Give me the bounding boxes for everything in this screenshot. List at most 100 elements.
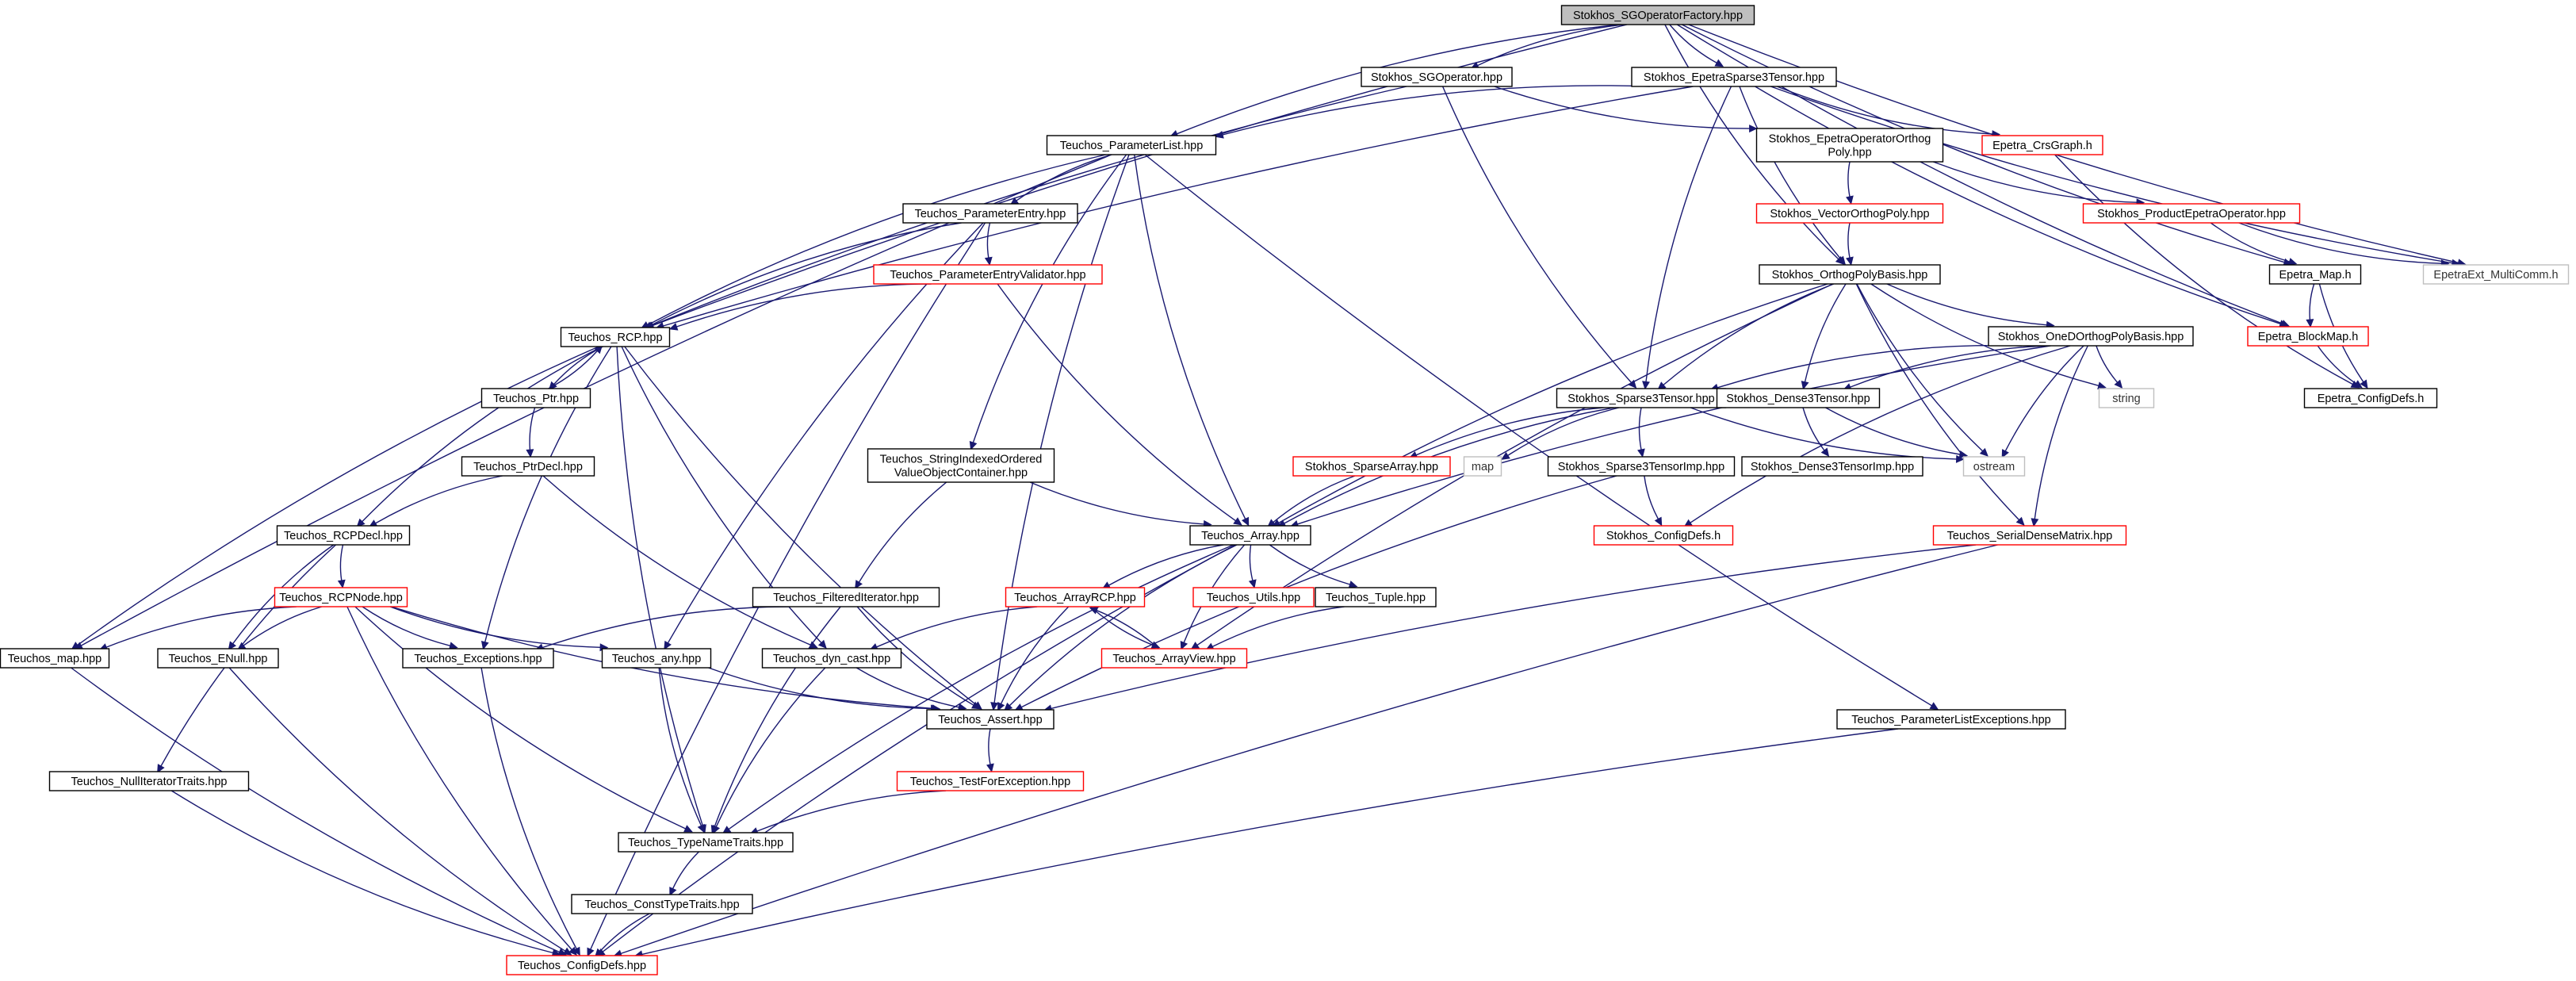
edge-line <box>1441 86 1632 383</box>
node-sgop[interactable]: Stokhos_SGOperator.hpp <box>1361 67 1513 87</box>
node-label: Teuchos_ConfigDefs.hpp <box>518 960 646 972</box>
edge-arrowhead <box>817 639 827 649</box>
node-pep[interactable]: Stokhos_ProductEpetraOperator.hpp <box>2082 203 2301 224</box>
node-rcpn[interactable]: Teuchos_RCPNode.hpp <box>274 587 408 607</box>
node-str[interactable]: string <box>2098 388 2155 408</box>
node-tcd[interactable]: Teuchos_ConfigDefs.hpp <box>506 955 658 975</box>
edge-any-to-asrt <box>708 667 940 713</box>
edge-arrowhead <box>1215 131 1224 139</box>
node-root[interactable]: Stokhos_SGOperatorFactory.hpp <box>1560 5 1755 25</box>
node-oopb[interactable]: Stokhos_OneDOrthogPolyBasis.hpp <box>1988 326 2194 347</box>
edge-line <box>1211 606 1345 648</box>
edge-arrowhead <box>449 642 458 650</box>
node-label: Teuchos_RCP.hpp <box>568 331 662 344</box>
node-fi[interactable]: Teuchos_FilteredIterator.hpp <box>752 587 940 607</box>
node-nit[interactable]: Teuchos_NullIteratorTraits.hpp <box>48 771 250 791</box>
node-scd[interactable]: Stokhos_ConfigDefs.h <box>1593 525 1734 546</box>
edge-line <box>354 606 686 830</box>
node-emap[interactable]: Epetra_Map.h <box>2268 264 2362 285</box>
node-sioc[interactable]: Teuchos_StringIndexedOrderedValueObjectC… <box>867 448 1055 483</box>
node-box <box>1560 5 1755 25</box>
node-box <box>867 448 1055 483</box>
node-label: Stokhos_Sparse3TensorImp.hpp <box>1558 461 1724 473</box>
node-vop[interactable]: Stokhos_VectorOrthogPoly.hpp <box>1755 203 1944 224</box>
node-d3t[interactable]: Stokhos_Dense3Tensor.hpp <box>1716 388 1881 408</box>
edge-line <box>988 728 991 765</box>
node-s3t[interactable]: Stokhos_Sparse3Tensor.hpp <box>1556 388 1727 408</box>
edge-line <box>647 154 1106 326</box>
edge-line <box>641 728 1899 956</box>
node-d3ti[interactable]: Stokhos_Dense3TensorImp.hpp <box>1741 456 1923 477</box>
edge-oopb-to-d3t <box>1843 345 2046 391</box>
node-pev[interactable]: Teuchos_ParameterEntryValidator.hpp <box>873 264 1103 285</box>
node-ptrd[interactable]: Teuchos_PtrDecl.hpp <box>461 456 595 477</box>
edge-line <box>389 606 601 648</box>
node-tnt[interactable]: Teuchos_TypeNameTraits.hpp <box>618 832 794 853</box>
edge-arrowhead <box>2114 379 2123 389</box>
edge-line <box>542 606 789 649</box>
edge-oopb-to-scd <box>1683 345 2071 527</box>
node-eps3[interactable]: Stokhos_EpetraSparse3Tensor.hpp <box>1631 67 1837 87</box>
node-av[interactable]: Teuchos_ArrayView.hpp <box>1100 648 1248 669</box>
node-box <box>2247 326 2369 347</box>
node-dyn[interactable]: Teuchos_dyn_cast.hpp <box>761 648 902 669</box>
edge-line <box>1278 283 1828 524</box>
edge-av-to-arcp <box>1089 607 1159 650</box>
edge-arrowhead <box>1180 641 1188 650</box>
node-utl[interactable]: Teuchos_Utils.hpp <box>1192 587 1315 607</box>
node-ecd[interactable]: Epetra_ConfigDefs.h <box>2303 388 2438 408</box>
node-pe[interactable]: Teuchos_ParameterEntry.hpp <box>902 203 1078 224</box>
node-opb[interactable]: Stokhos_OrthogPolyBasis.hpp <box>1759 264 1941 285</box>
node-emc[interactable]: EpetraExt_MultiComm.h <box>2422 264 2570 285</box>
node-rcpd[interactable]: Teuchos_RCPDecl.hpp <box>276 525 411 546</box>
node-label: Teuchos_Tuple.hpp <box>1326 592 1426 604</box>
node-box <box>1292 456 1451 477</box>
node-label: Stokhos_SparseArray.hpp <box>1305 461 1438 473</box>
node-label: Epetra_Map.h <box>2279 269 2351 282</box>
edge-line <box>1690 345 2071 523</box>
edge-arrowhead <box>228 641 237 650</box>
node-map[interactable]: map <box>1463 456 1502 477</box>
node-crs[interactable]: Epetra_CrsGraph.h <box>1981 135 2103 155</box>
edge-line <box>858 481 947 583</box>
node-label: Teuchos_ArrayView.hpp <box>1112 653 1235 665</box>
node-tmap[interactable]: Teuchos_map.hpp <box>0 648 110 669</box>
edge-eps3-to-emc <box>1770 86 2461 267</box>
node-pl[interactable]: Teuchos_ParameterList.hpp <box>1046 135 1217 155</box>
node-rcp[interactable]: Teuchos_RCP.hpp <box>560 327 671 347</box>
edge-line <box>1009 544 1238 707</box>
edge-line <box>1645 86 1732 382</box>
edge-line <box>1000 606 1070 704</box>
edge-line <box>708 667 932 710</box>
node-spa[interactable]: Stokhos_SparseArray.hpp <box>1292 456 1451 477</box>
edge-line <box>676 283 932 328</box>
edge-arrowhead <box>587 947 595 957</box>
edge-eps3-to-s3t <box>1642 86 1732 390</box>
node-asrt[interactable]: Teuchos_Assert.hpp <box>926 709 1055 730</box>
node-sdm[interactable]: Teuchos_SerialDenseMatrix.hpp <box>1932 525 2127 546</box>
node-box <box>873 264 1103 285</box>
node-box <box>2082 203 2301 224</box>
edge-line <box>1297 345 2051 525</box>
node-arr[interactable]: Teuchos_Array.hpp <box>1189 525 1311 546</box>
node-any[interactable]: Teuchos_any.hpp <box>601 648 712 669</box>
edge-arr-to-arcp <box>1101 544 1224 589</box>
node-ctt[interactable]: Teuchos_ConstTypeTraits.hpp <box>571 894 753 914</box>
node-ptr[interactable]: Teuchos_Ptr.hpp <box>480 388 591 408</box>
edge-ptr-to-rcp <box>548 344 603 389</box>
node-ebm[interactable]: Epetra_BlockMap.h <box>2247 326 2369 347</box>
node-ple[interactable]: Teuchos_ParameterListExceptions.hpp <box>1836 709 2066 730</box>
node-tfe[interactable]: Teuchos_TestForException.hpp <box>896 771 1085 791</box>
node-box <box>1463 456 1502 477</box>
node-ost[interactable]: ostream <box>1962 456 2026 477</box>
edge-line <box>1847 161 1851 197</box>
node-arcp[interactable]: Teuchos_ArrayRCP.hpp <box>1005 587 1146 607</box>
node-tup[interactable]: Teuchos_Tuple.hpp <box>1315 587 1437 607</box>
node-s3ti[interactable]: Stokhos_Sparse3TensorImp.hpp <box>1547 456 1736 477</box>
node-box <box>1741 456 1923 477</box>
edge-arrowhead <box>526 449 534 458</box>
node-exc[interactable]: Teuchos_Exceptions.hpp <box>402 648 554 669</box>
node-label: Teuchos_ArrayRCP.hpp <box>1014 592 1136 604</box>
node-enull[interactable]: Teuchos_ENull.hpp <box>157 648 279 669</box>
